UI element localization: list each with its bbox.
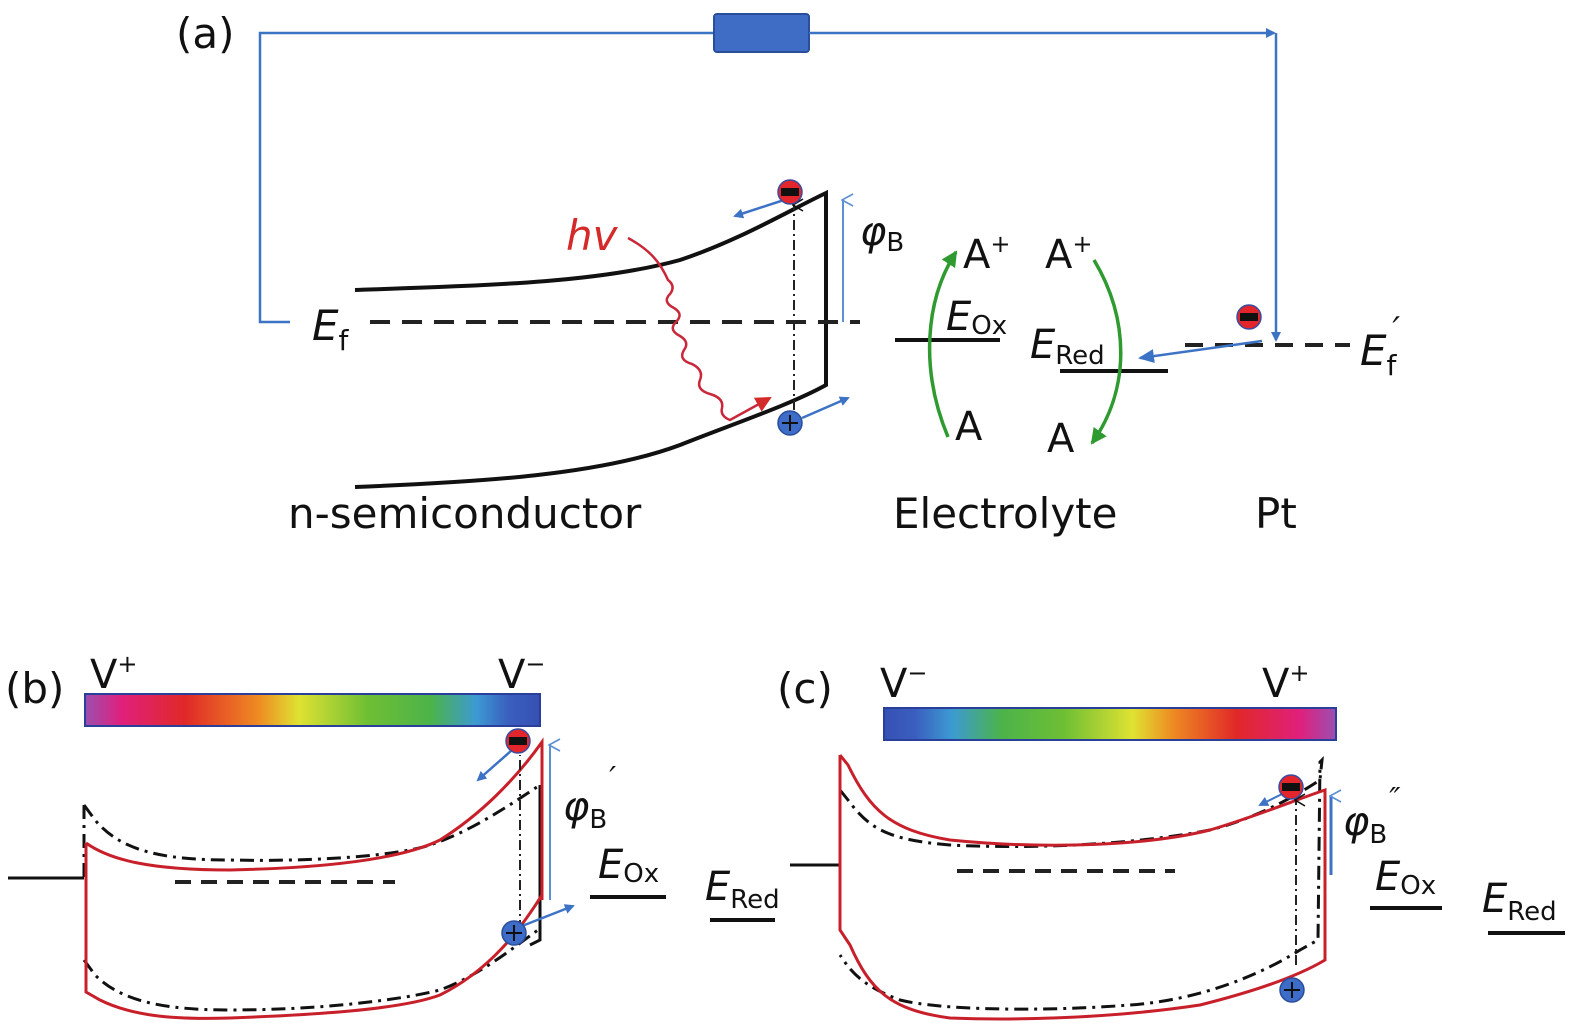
pt-electron-transfer-arrow (1138, 339, 1263, 364)
strain-gradient-bar (84, 693, 541, 727)
circuit-wire-left (258, 31, 714, 324)
hole-drift-arrow-b (521, 904, 575, 928)
strained-valence-band (84, 843, 544, 1020)
e-red-label: ERed (1030, 322, 1105, 371)
fermi-level-label: Ef (312, 301, 350, 357)
phi-b-prime-label: φB′ (563, 761, 616, 835)
electron-icon (777, 179, 803, 205)
pt-fermi-level-label: Ef′ (1360, 310, 1400, 382)
hole-drift-arrow (801, 396, 850, 420)
strained-conduction-band (85, 737, 544, 900)
voltage-right-label-c: V+ (1262, 659, 1309, 707)
panel-a: (a) hv φB Ef EOx (176, 9, 1400, 538)
hole-icon (777, 410, 803, 436)
e-ox-label-c: EOx (1375, 854, 1436, 901)
panel-a-label: (a) (176, 9, 235, 58)
unstrained-bands-c (838, 755, 1324, 1011)
species-a-plus-left: A+ (963, 230, 1010, 278)
electron-drift-arrow-b (476, 749, 513, 782)
e-ox-label-b: EOx (598, 842, 659, 889)
region-electrolyte-label: Electrolyte (893, 489, 1117, 538)
species-a-plus-right: A+ (1045, 230, 1092, 278)
e-red-label-c: ERed (1482, 876, 1557, 927)
hole-icon-b (501, 920, 527, 946)
phi-b-label: φB (860, 209, 904, 258)
photon-wavy-arrow (627, 236, 772, 422)
hole-icon-c (1279, 977, 1305, 1003)
band-diagram-semiconductor (354, 189, 828, 489)
species-a-right: A (1047, 416, 1075, 462)
panel-c: (c) V− V+ φB″ EOx ERed (777, 659, 1565, 1021)
panel-b-label: (b) (5, 664, 64, 713)
electron-drift-arrow (733, 198, 785, 219)
region-semiconductor-label: n-semiconductor (288, 489, 642, 538)
strain-gradient-bar-c (883, 707, 1337, 741)
electron-icon-b (505, 728, 531, 754)
e-ox-label: EOx (946, 294, 1007, 341)
photon-hv-label: hv (566, 211, 619, 260)
load-resistor-icon (713, 13, 810, 53)
voltage-left-label-c: V− (880, 659, 927, 707)
electron-icon-c (1278, 774, 1304, 800)
species-a-left: A (955, 404, 983, 450)
panel-b: (b) V+ V− φB′ EOx ERed (5, 650, 780, 1020)
unstrained-conduction-band (82, 783, 541, 878)
unstrained-valence-band (82, 928, 539, 1012)
voltage-right-label: V− (498, 650, 545, 698)
unstrained-interface-edge (529, 785, 542, 947)
phi-b-double-prime-label: φB″ (1343, 782, 1401, 850)
voltage-left-label: V+ (90, 650, 137, 698)
region-pt-label: Pt (1255, 489, 1297, 538)
reduction-arrow (1090, 259, 1123, 445)
pt-electron-icon (1236, 304, 1262, 330)
e-red-label-b: ERed (705, 864, 780, 915)
oxidation-arrow (927, 250, 958, 438)
strained-bands-c (838, 754, 1327, 1021)
panel-c-label: (c) (777, 664, 833, 713)
